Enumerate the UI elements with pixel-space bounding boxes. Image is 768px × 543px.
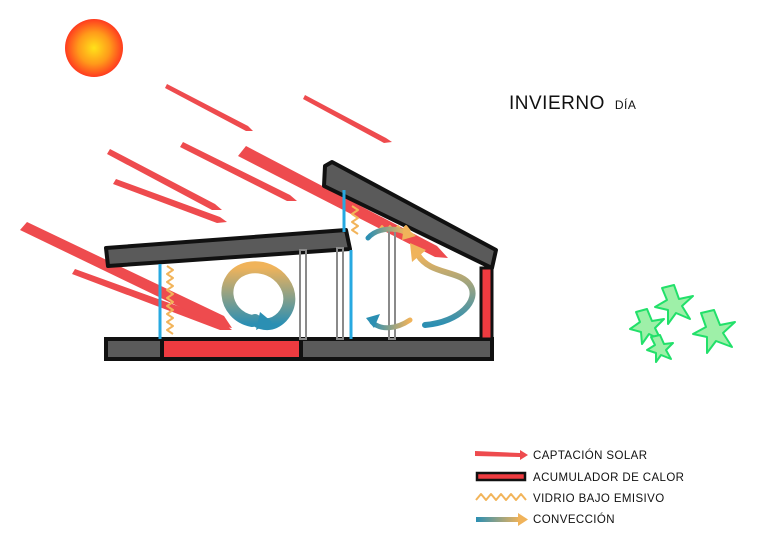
convection-arrowhead [410, 243, 426, 262]
heat-accumulator-floor [160, 337, 303, 361]
legend: CAPTACIÓN SOLAR ACUMULADOR DE CALOR VIDR… [475, 449, 684, 526]
legend-item-glass: VIDRIO BAJO EMISIVO [475, 493, 665, 505]
left-roof [104, 228, 352, 268]
convection-loop-right [415, 252, 476, 328]
solar-ray [72, 269, 232, 330]
solar-ray [180, 142, 297, 201]
red-bar-icon [475, 471, 527, 482]
zigzag-icon [475, 493, 527, 501]
solar-ray [113, 179, 227, 223]
convection-arrowhead [402, 226, 416, 240]
legend-item-convection: CONVECCIÓN [476, 513, 615, 526]
gradient-arrow-head [518, 513, 528, 526]
solar-ray-thick [20, 222, 232, 328]
legend-label-solar: CAPTACIÓN SOLAR [533, 449, 647, 462]
heat-accumulator-wall [479, 266, 494, 341]
convection-top [365, 226, 408, 241]
solar-ray [165, 84, 253, 131]
legend-item-heat: ACUMULADOR DE CALOR [475, 471, 684, 484]
legend-item-solar: CAPTACIÓN SOLAR [475, 449, 647, 462]
convection-loop-left [221, 261, 296, 331]
right-roof [322, 160, 498, 270]
sun-icon [65, 19, 123, 77]
title-sub: DÍA [615, 97, 637, 112]
legend-label-glass: VIDRIO BAJO EMISIVO [533, 493, 665, 505]
legend-label-convection: CONVECCIÓN [533, 513, 615, 526]
convection-return [369, 317, 413, 331]
red-arrow-icon [475, 450, 528, 460]
convection-flows [221, 226, 476, 331]
plant-icon [629, 284, 736, 363]
solar-ray [303, 95, 392, 143]
convection-arrowhead [366, 314, 380, 328]
convection-arrowhead [256, 312, 272, 330]
title-main: INVIERNO [509, 93, 605, 114]
zigzag-icon [351, 205, 359, 235]
zigzag-icon [166, 265, 174, 335]
gradient-arrow-icon [476, 517, 520, 522]
diagram-title: INVIERNO DÍA [509, 93, 636, 114]
solar-ray [107, 149, 222, 210]
legend-label-heat: ACUMULADOR DE CALOR [533, 472, 684, 484]
